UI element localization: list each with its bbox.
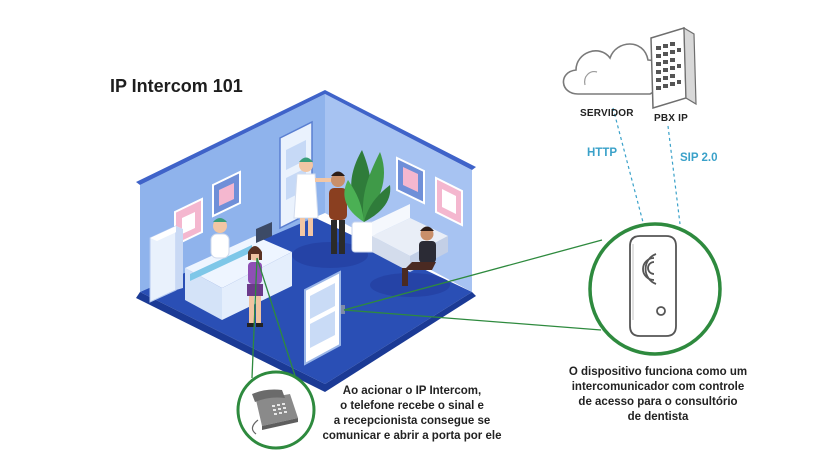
pbx-label: PBX IP	[654, 113, 688, 124]
connection-lines	[251, 107, 681, 386]
intercom-device-icon	[588, 222, 722, 356]
clinic-room	[136, 90, 476, 392]
device-caption-line: intercomunicador com controle	[571, 381, 745, 393]
server-label: SERVIDOR	[580, 108, 634, 119]
device-caption-line: O dispositivo funciona como um	[568, 366, 748, 378]
phone-caption-line: Ao acionar o IP Intercom,	[342, 385, 482, 397]
phone-caption: Ao acionar o IP Intercom, o telefone rec…	[322, 384, 502, 444]
sip-protocol-label: SIP 2.0	[680, 152, 718, 164]
desk-phone-icon	[236, 370, 316, 450]
phone-caption-line: a recepcionista consegue se	[333, 415, 491, 427]
pbx-server-icon	[650, 26, 697, 110]
device-caption: O dispositivo funciona como um intercomu…	[568, 365, 748, 425]
device-caption-line: de dentista	[627, 411, 689, 423]
phone-caption-line: comunicar e abrir a porta por ele	[322, 430, 502, 442]
page-title: IP Intercom 101	[110, 76, 243, 96]
device-caption-line: de acesso para o consultório	[578, 396, 738, 408]
cloud-icon	[562, 43, 663, 95]
phone-caption-line: o telefone recebe o sinal e	[340, 400, 484, 412]
http-protocol-label: HTTP	[587, 147, 618, 159]
